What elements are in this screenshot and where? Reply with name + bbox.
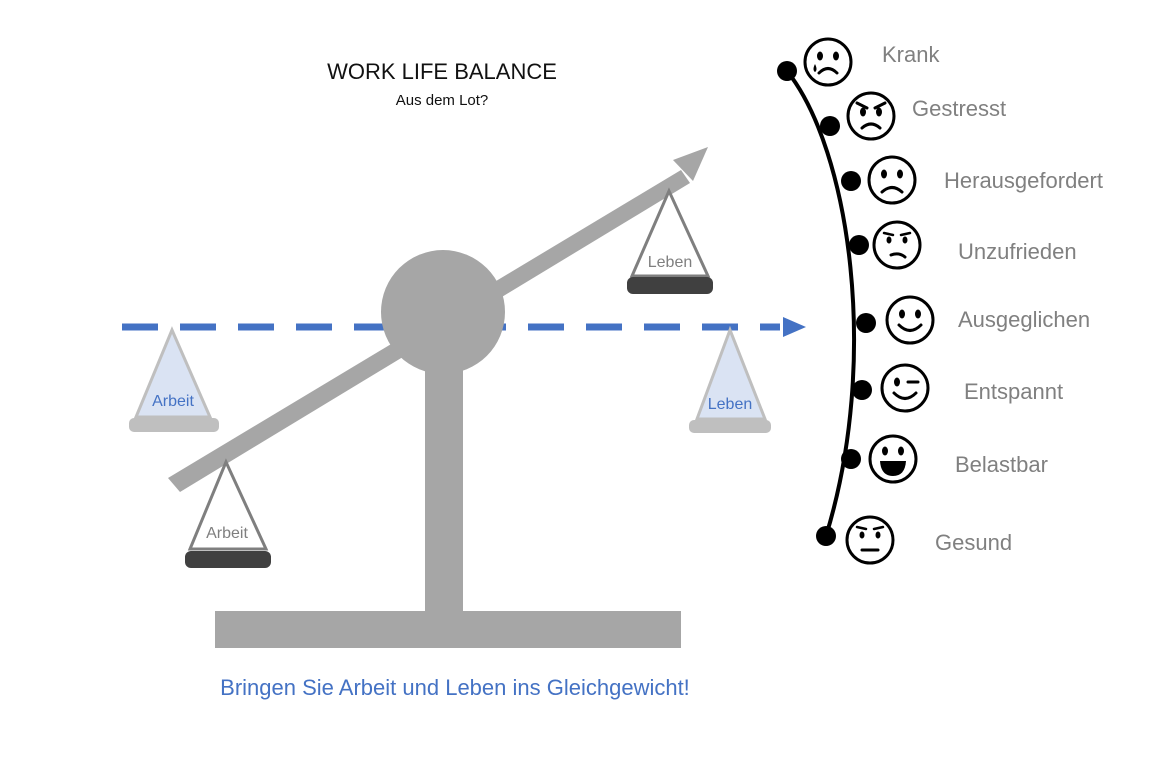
state-marker-dot <box>849 235 869 255</box>
state-marker-dot <box>820 116 840 136</box>
winking-face-icon <box>880 363 930 413</box>
scale-base <box>215 611 681 648</box>
tilted-pan-leben: Leben <box>627 187 713 294</box>
neutral-face-icon <box>845 515 895 565</box>
smiling-face-icon <box>885 295 935 345</box>
state-marker-dot <box>852 380 872 400</box>
tilted-pan-leben-label: Leben <box>648 254 693 271</box>
state-label: Unzufrieden <box>958 239 1077 264</box>
state-item: Gestresst <box>820 91 1006 141</box>
page-subtitle: Aus dem Lot? <box>396 92 489 109</box>
crying-face-icon <box>803 37 853 87</box>
state-label: Gesund <box>935 530 1012 555</box>
footer-caption: Bringen Sie Arbeit und Leben ins Gleichg… <box>220 675 690 700</box>
state-marker-dot <box>856 313 876 333</box>
angry-face-icon <box>846 91 896 141</box>
state-label: Krank <box>882 42 940 67</box>
state-label: Herausgefordert <box>944 168 1103 193</box>
grinning-face-icon <box>868 434 918 484</box>
ideal-pan-leben: Leben <box>689 325 771 433</box>
state-item: Herausgefordert <box>841 155 1103 205</box>
ideal-pan-arbeit: Arbeit <box>129 326 219 432</box>
state-marker-dot <box>777 61 797 81</box>
state-marker-dot <box>841 171 861 191</box>
unamused-face-icon <box>872 220 922 270</box>
frowning-face-icon <box>867 155 917 205</box>
page-title: WORK LIFE BALANCE <box>327 59 557 84</box>
ideal-pan-arbeit-label: Arbeit <box>152 393 194 410</box>
scale-pillar <box>425 340 463 615</box>
state-label: Belastbar <box>955 452 1048 477</box>
state-item: Entspannt <box>852 363 1063 413</box>
tilted-beam-arrowhead <box>673 147 708 181</box>
tilted-pan-arbeit: Arbeit <box>185 458 271 568</box>
state-item: Belastbar <box>841 434 1048 484</box>
state-item: Ausgeglichen <box>856 295 1090 345</box>
tilted-pan-arbeit-label: Arbeit <box>206 525 248 542</box>
state-label: Entspannt <box>964 379 1063 404</box>
reference-arrowhead <box>783 317 806 337</box>
state-item: Gesund <box>816 515 1012 565</box>
state-label: Ausgeglichen <box>958 307 1090 332</box>
scale-pivot <box>381 250 505 374</box>
state-curve <box>785 69 857 537</box>
state-marker-dot <box>816 526 836 546</box>
ideal-pan-leben-label: Leben <box>708 396 753 413</box>
state-item: Krank <box>777 37 940 87</box>
state-item: Unzufrieden <box>849 220 1077 270</box>
state-scale: KrankGestresstHerausgefordertUnzufrieden… <box>777 37 1103 565</box>
state-label: Gestresst <box>912 96 1006 121</box>
state-marker-dot <box>841 449 861 469</box>
